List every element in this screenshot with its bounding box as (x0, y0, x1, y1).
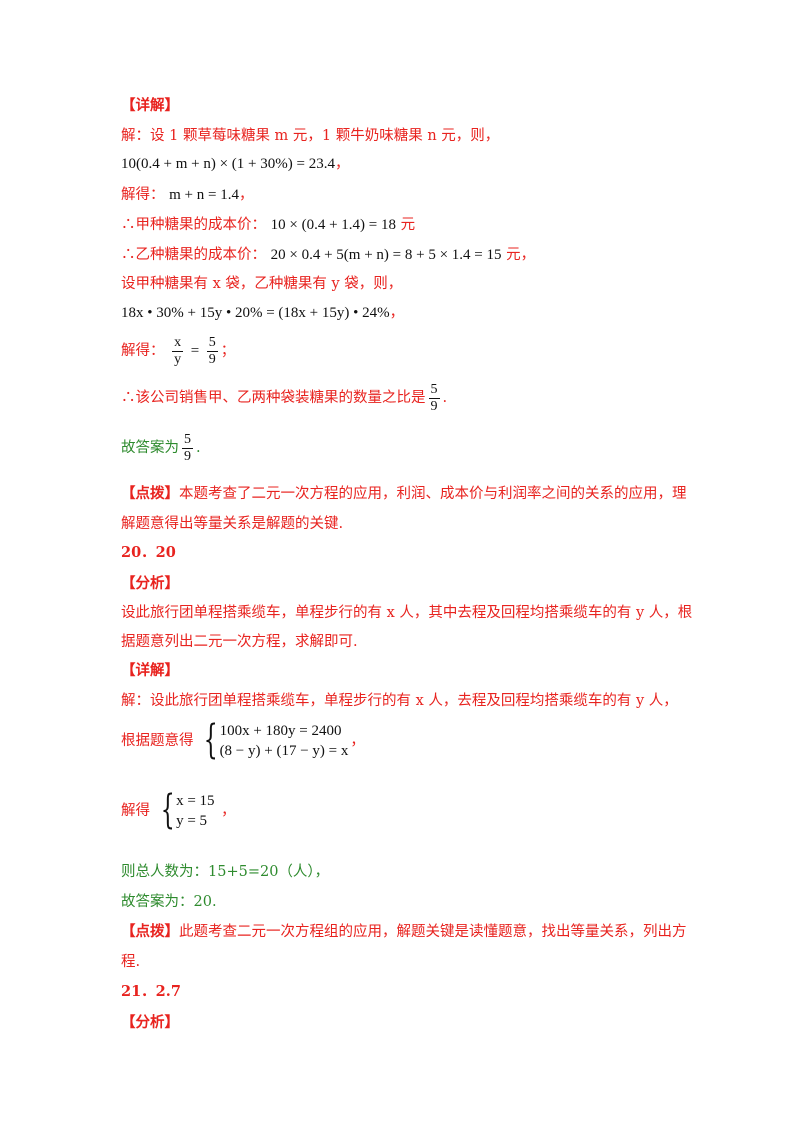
tip-text: 本题考查了二元一次方程的应用，利润、成本价与利润率之间的关系的应用，理 (179, 486, 687, 502)
system-equation-2: (8 − y) + (17 − y) = x (219, 743, 349, 759)
section-heading-detail: 【详解】 (121, 97, 179, 114)
unit-yuan: 元， (506, 247, 536, 263)
section-heading-analysis: 【分析】 (121, 1014, 179, 1031)
solve-line-1: 解得： m + n = 1.4， (121, 186, 253, 204)
section-heading-analysis: 【分析】 (121, 575, 179, 592)
answer-line: 故答案为：20. (121, 894, 217, 910)
system-line: 根据题意得 { 100x + 180y = 2400 (8 − y) + (17… (121, 717, 365, 765)
equation-system: { 100x + 180y = 2400 (8 − y) + (17 − y) … (198, 717, 349, 763)
system-equation-1: 100x + 180y = 2400 (219, 723, 342, 739)
solve-label: 解得： (121, 187, 165, 203)
tip-heading: 【点拨】 (121, 485, 179, 502)
analysis-line-2: 据题意列出二元一次方程，求解即可. (121, 634, 358, 650)
detail-setup-line: 解：设此旅行团单程搭乘缆车，单程步行的有 x 人，去程及回程均搭乘缆车的有 y … (121, 693, 678, 709)
punctuation: ， (221, 803, 236, 819)
analysis-line-1: 设此旅行团单程搭乘缆车，单程步行的有 x 人，其中去程及回程均搭乘缆车的有 y … (121, 605, 693, 621)
solution-y: y = 5 (176, 813, 208, 829)
equation-line-2: 18x • 30% + 15y • 20% = (18x + 15y) • 24… (121, 304, 404, 322)
punctuation: . (442, 390, 448, 406)
solution-x: x = 15 (176, 793, 215, 809)
solve-label: 解得： (121, 343, 165, 359)
cost-a-label: ∴甲种糖果的成本价： (121, 217, 266, 233)
solve-label: 解得 (121, 803, 150, 819)
tip-line-2: 程. (121, 954, 141, 970)
tip-text: 此题考查二元一次方程组的应用，解题关键是读懂题意，找出等量关系，列出方 (179, 924, 687, 940)
question-21-number: 21．2.7 (121, 983, 181, 1000)
equation-cost-total: 10(0.4 + m + n) × (1 + 30%) = 23.4 (121, 156, 335, 172)
section-heading-detail: 【详解】 (121, 662, 179, 679)
brace-symbol: { (203, 717, 218, 763)
equals-sign: = (190, 343, 200, 359)
tip-line-2: 解题意得出等量关系是解题的关键. (121, 516, 344, 532)
question-20-number: 20．20 (121, 544, 176, 561)
unit-yuan: 元 (400, 217, 416, 233)
conclusion-text: ∴该公司销售甲、乙两种袋装糖果的数量之比是 (121, 390, 426, 406)
equation-cost-a: 10 × (0.4 + 1.4) = 18 (270, 217, 396, 233)
equation-m-plus-n: m + n = 1.4 (169, 187, 239, 203)
punctuation: ； (220, 343, 236, 359)
equation-cost-b: 20 × 0.4 + 5(m + n) = 8 + 5 × 1.4 = 15 (270, 247, 502, 263)
brace-symbol: { (160, 787, 175, 833)
punctuation: ， (350, 733, 365, 749)
equation-line-1: 10(0.4 + m + n) × (1 + 30%) = 23.4， (121, 155, 349, 173)
punctuation: ， (389, 305, 405, 321)
solution-line: 解得 { x = 15 y = 5 ， (121, 787, 236, 835)
total-line: 则总人数为：15+5=20（人）， (121, 864, 330, 880)
system-label: 根据题意得 (121, 733, 194, 749)
punctuation: ， (238, 187, 254, 203)
cost-b-label: ∴乙种糖果的成本价： (121, 247, 266, 263)
setup-line: 解：设 1 颗草莓味糖果 m 元，1 颗牛奶味糖果 n 元，则， (121, 128, 500, 144)
tip-line-1: 【点拨】本题考查了二元一次方程的应用，利润、成本价与利润率之间的关系的应用，理 (121, 485, 687, 503)
cost-a-line: ∴甲种糖果的成本价： 10 × (0.4 + 1.4) = 18 元 (121, 216, 415, 234)
punctuation: ， (334, 156, 350, 172)
cost-b-line: ∴乙种糖果的成本价： 20 × 0.4 + 5(m + n) = 8 + 5 ×… (121, 246, 535, 264)
equation-profit-rate: 18x • 30% + 15y • 20% = (18x + 15y) • 24… (121, 305, 390, 321)
punctuation: . (196, 440, 201, 456)
answer-label: 故答案为 (121, 440, 179, 456)
tip-heading: 【点拨】 (121, 923, 179, 940)
bags-setup-line: 设甲种糖果有 x 袋，乙种糖果有 y 袋，则， (121, 276, 403, 292)
tip-line-1: 【点拨】此题考查二元一次方程组的应用，解题关键是读懂题意，找出等量关系，列出方 (121, 923, 687, 941)
solution-system: { x = 15 y = 5 (155, 787, 215, 833)
